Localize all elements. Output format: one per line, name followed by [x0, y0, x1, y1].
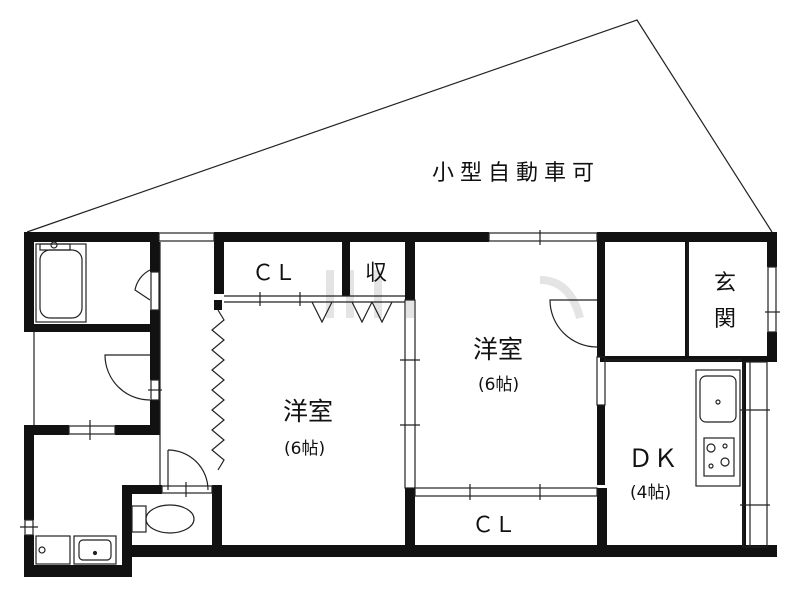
wash-basin — [35, 535, 117, 565]
closet-top-label: ＣＬ — [252, 261, 296, 286]
toilet — [131, 504, 195, 534]
door-swings — [104, 269, 598, 491]
accordion-door — [211, 309, 225, 471]
parking-outline — [26, 19, 773, 233]
room-size-western-left: (6帖) — [284, 439, 325, 459]
room-name-western-right: 洋室 — [473, 335, 523, 364]
kitchen-counter — [695, 369, 741, 487]
entrance-label-line2: 関 — [714, 307, 736, 332]
entrance-label-line1: 玄 — [714, 271, 736, 296]
bathtub — [35, 241, 87, 323]
windows — [20, 230, 780, 548]
parking-label: 小型自動車可 — [432, 161, 600, 186]
room-size-dk: (4帖) — [630, 483, 671, 503]
storage-label: 収 — [365, 261, 387, 286]
closet-fold-marks — [311, 301, 393, 324]
room-size-western-right: (6帖) — [478, 375, 519, 395]
room-name-dk: ＤＫ — [628, 444, 678, 473]
closet-bottom-label: ＣＬ — [472, 513, 516, 538]
room-name-western-left: 洋室 — [283, 397, 333, 426]
walls — [24, 232, 777, 577]
